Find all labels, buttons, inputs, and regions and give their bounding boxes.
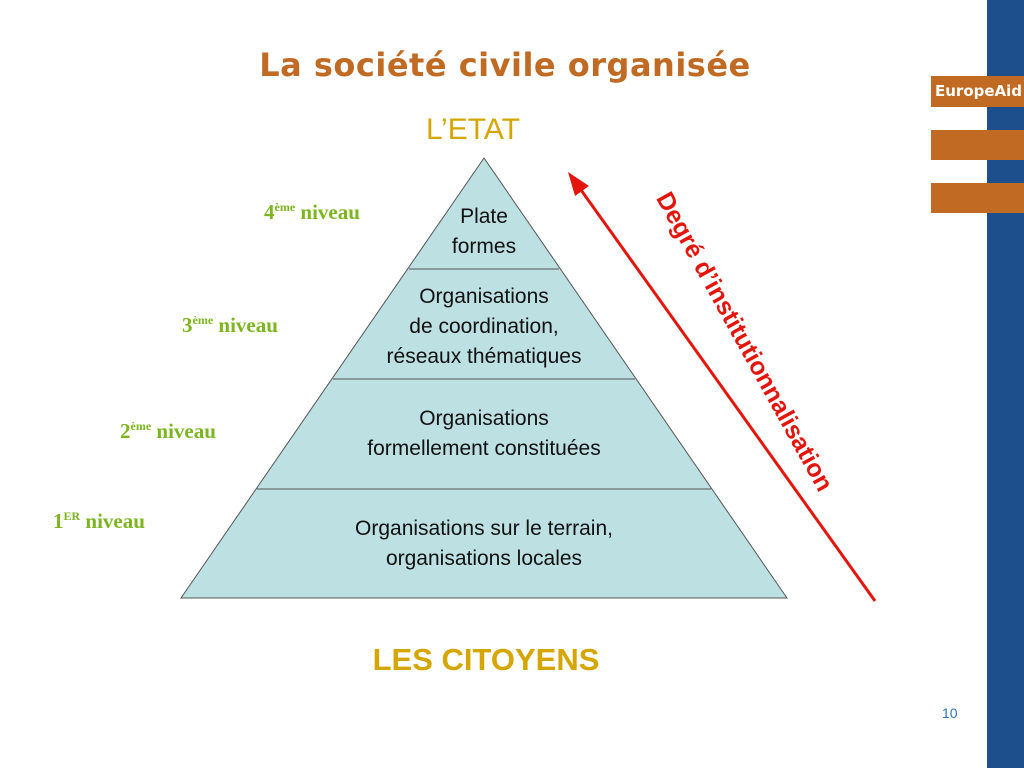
tier-4-line-1: Plate: [460, 205, 508, 228]
page-number: 10: [942, 705, 958, 721]
level-2-label: 2ème niveau: [120, 419, 216, 444]
level-4-num: 4: [264, 200, 275, 224]
top-label-etat: L’ETAT: [426, 113, 520, 146]
tier-3-line-2: de coordination,: [409, 315, 559, 338]
europeaid-logo: EuropeAid: [931, 76, 1024, 107]
tier-2-line-2: formellement constituées: [367, 437, 601, 460]
level-2-num: 2: [120, 419, 131, 443]
level-4-sup: ème: [274, 200, 296, 214]
level-2-sup: ème: [130, 419, 152, 433]
level-1-word: niveau: [85, 509, 145, 533]
level-1-label: 1ER niveau: [53, 509, 145, 534]
tier-2-line-1: Organisations: [419, 407, 549, 430]
tier-1-line-1: Organisations sur le terrain,: [355, 517, 613, 540]
institutionalisation-arrow-line: [574, 182, 877, 602]
level-3-label: 3ème niveau: [182, 313, 278, 338]
level-3-num: 3: [182, 313, 193, 337]
level-3-word: niveau: [218, 313, 278, 337]
logo-bar-2: [931, 183, 1024, 213]
tier-3-line-1: Organisations: [419, 285, 549, 308]
tier-4-line-2: formes: [451, 235, 517, 258]
pyramid-shape: [180, 157, 788, 599]
tier-1-line-2: organisations locales: [385, 547, 583, 570]
institutionalisation-arrow-head: [568, 172, 589, 196]
level-4-label: 4ème niveau: [264, 200, 360, 225]
sidebar-stripe: [987, 0, 1024, 768]
logo-bar-1: [931, 130, 1024, 160]
tier-3-line-3: réseaux thématiques: [386, 345, 582, 368]
level-1-sup: ER: [63, 509, 81, 523]
bottom-label-citoyens: LES CITOYENS: [372, 642, 600, 677]
tier-formelles: Organisations formellement constituées: [309, 404, 659, 464]
level-1-num: 1: [53, 509, 64, 533]
level-2-word: niveau: [156, 419, 216, 443]
tier-terrain: Organisations sur le terrain, organisati…: [284, 514, 684, 574]
tier-platformes: Plate formes: [384, 202, 584, 262]
tier-coordination: Organisations de coordination, réseaux t…: [334, 282, 634, 372]
level-4-word: niveau: [300, 200, 360, 224]
slide-title: La société civile organisée: [259, 46, 751, 84]
level-3-sup: ème: [192, 313, 214, 327]
